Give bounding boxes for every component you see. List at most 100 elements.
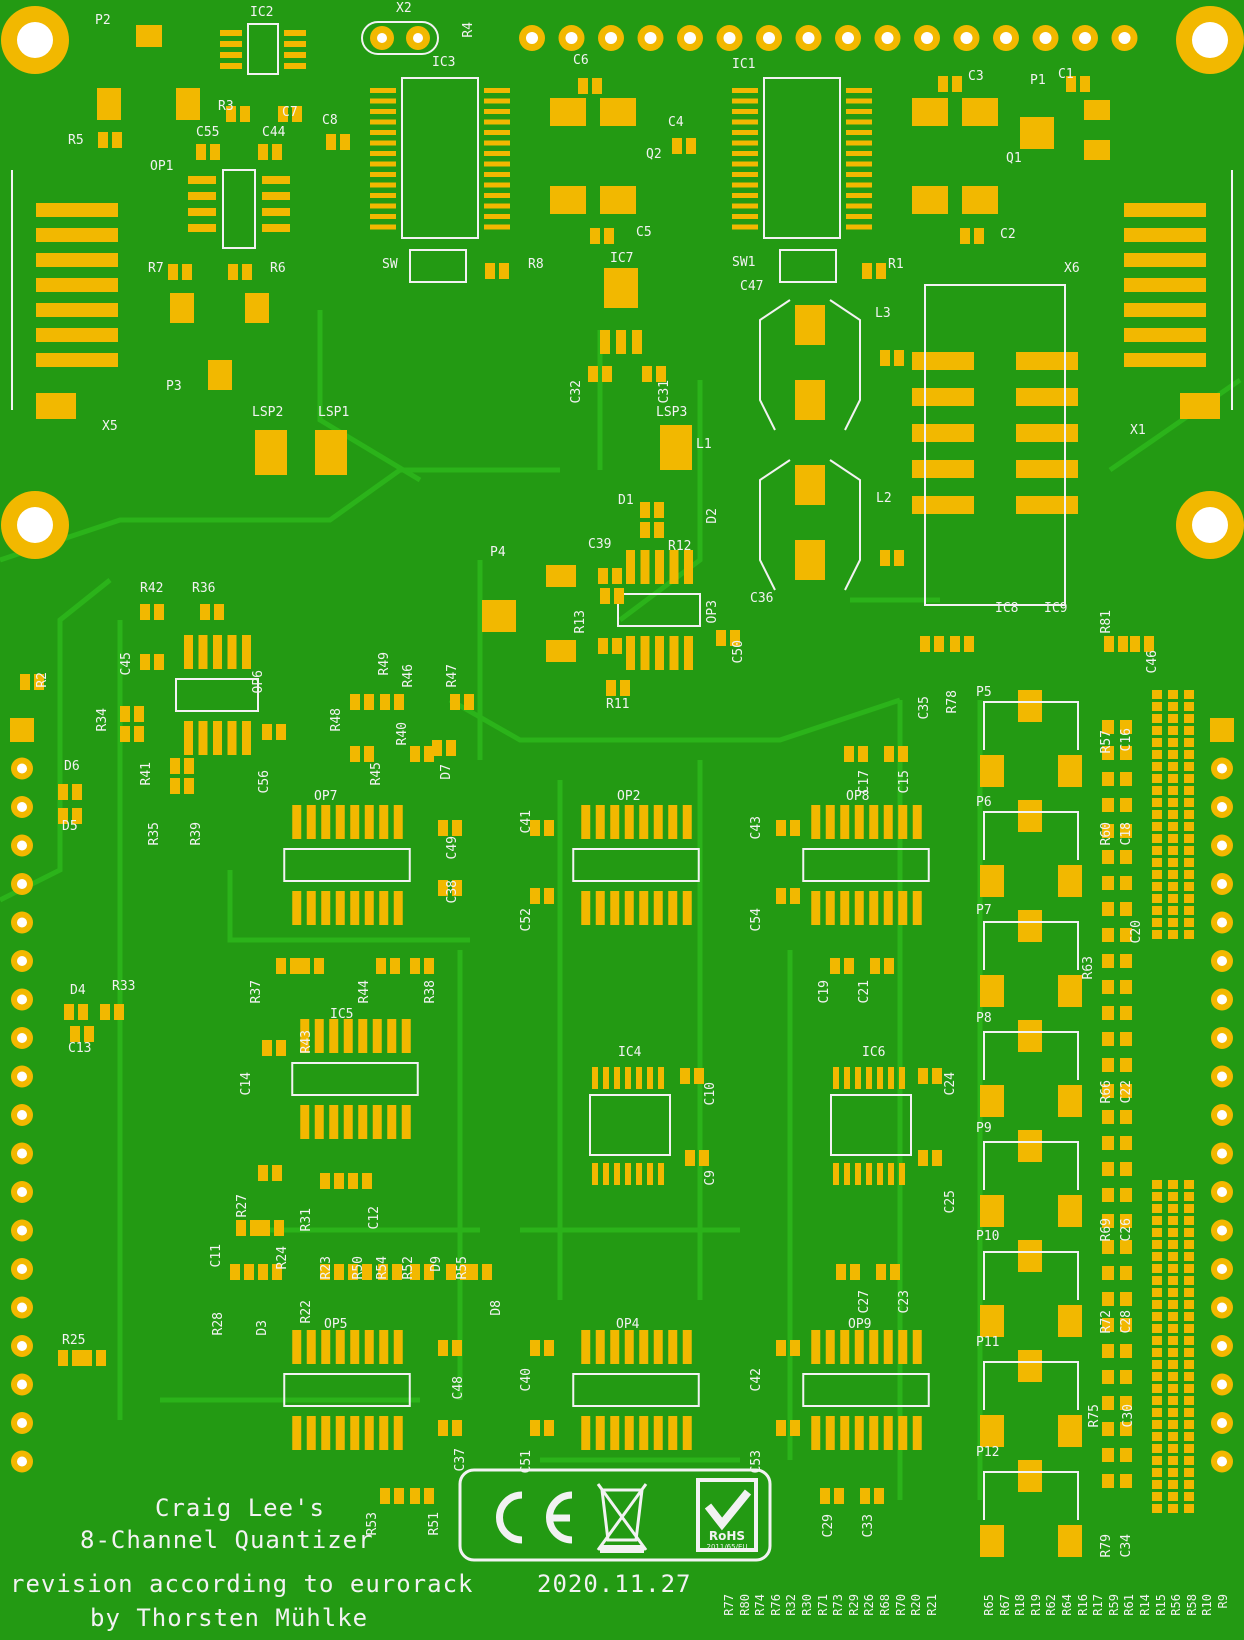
passive-pad [880,350,890,366]
passive-pad [598,638,608,654]
credit-line-1: Craig Lee's [155,1494,325,1522]
label-l3: L3 [875,306,891,321]
bank-pad [1120,876,1132,890]
op5-pin [321,1330,331,1364]
label-c47: C47 [740,279,764,294]
passive-pad [1104,636,1114,652]
label-c33: C33 [861,1514,876,1538]
label-op9: OP9 [848,1317,872,1332]
label-c8: C8 [322,113,338,128]
op4-pin [610,1330,620,1364]
x6-pin [1124,278,1206,292]
op4-pin [653,1330,663,1364]
header-pin-hole [842,32,854,44]
date-label: 2020.11.27 [537,1570,692,1598]
passive-pad [226,106,236,122]
side-pin-hole [1217,840,1227,851]
label-r57: R57 [1099,730,1114,754]
op5-pin [321,1416,331,1450]
label-c44: C44 [262,125,286,140]
bank-pad [1102,876,1114,890]
label-c11: C11 [209,1244,224,1268]
trimmer-outline [983,701,1079,750]
op8-pin [840,891,850,925]
bank-pad [1152,1480,1162,1489]
ic6-pin [844,1067,850,1089]
label-bottom-r20: R20 [909,1594,924,1616]
bank-pad [1152,894,1162,903]
passive-pad [34,674,44,690]
bank-pad [1120,1318,1132,1332]
passive-pad [258,144,268,160]
p3-pad [208,360,232,390]
x5-pin [36,253,118,267]
passive-pad [120,706,130,722]
bank-pad [1152,930,1162,939]
bank-pad [1120,1370,1132,1384]
bank-pad [1120,1448,1132,1462]
passive-pad [196,144,206,160]
bank-pad [1102,824,1114,838]
passive-pad [790,820,800,836]
op7-pin [335,805,345,839]
passive-pad [776,1340,786,1356]
bank-pad [1184,1204,1194,1213]
ic3-pin [484,98,510,104]
op8-pin [811,891,821,925]
bank-pad [1184,1180,1194,1189]
op4-pin [682,1416,692,1450]
credit-line-4: by Thorsten Mühlke [90,1604,369,1632]
bank-pad [1152,1504,1162,1513]
passive-pad [884,746,894,762]
label-p11: P11 [976,1335,1000,1350]
bank-pad [1168,1228,1178,1237]
bank-pad [1168,1432,1178,1441]
passive-pad [960,228,970,244]
label-r28: R28 [211,1312,226,1336]
side-pin-hole [1217,1341,1227,1351]
bank-pad [1184,714,1194,723]
ic1-pin [732,224,758,230]
passive-pad [642,366,652,382]
ic4-pin [614,1163,620,1185]
ic5-pin [387,1105,397,1139]
bank-pad [1152,738,1162,747]
ic1-pin [846,182,872,188]
op8-pin [854,805,864,839]
ic1-pin [846,193,872,198]
label-bottom-r26: R26 [862,1594,877,1616]
op7-pin [335,891,345,925]
op5-pin [364,1330,374,1364]
trimmer-right [1058,1305,1082,1337]
bank-pad [1152,918,1162,927]
op1-pin [188,208,216,216]
bank-pad [1102,1006,1114,1020]
mounting-hole [1192,507,1228,543]
ic2-pin [284,30,306,36]
label-r51: R51 [427,1512,442,1536]
label-p10: P10 [976,1229,1000,1244]
label-c12: C12 [367,1206,382,1230]
ic4-body [589,1094,671,1156]
bank-pad [1168,882,1178,891]
side-pin-hole [1217,763,1227,774]
bank-pad [1120,772,1132,786]
label-r37: R37 [249,980,264,1004]
label-ic4: IC4 [618,1045,642,1060]
ic4-pin [603,1163,609,1185]
cap-pad [550,186,586,214]
cap-pad [912,98,948,126]
bank-pad [1152,1300,1162,1309]
label-d1: D1 [618,493,634,508]
bank-pad [1102,1448,1114,1462]
bank-pad [1120,1110,1132,1124]
label-c56: C56 [257,770,272,794]
op6-pin [198,635,208,669]
op5-pin [306,1416,316,1450]
label-lsp3: LSP3 [656,405,688,420]
label-d2: D2 [705,508,720,524]
label-op4: OP4 [616,1317,640,1332]
ic7-tab [604,268,638,308]
op5-pin [292,1330,302,1364]
op7-pin [292,891,302,925]
